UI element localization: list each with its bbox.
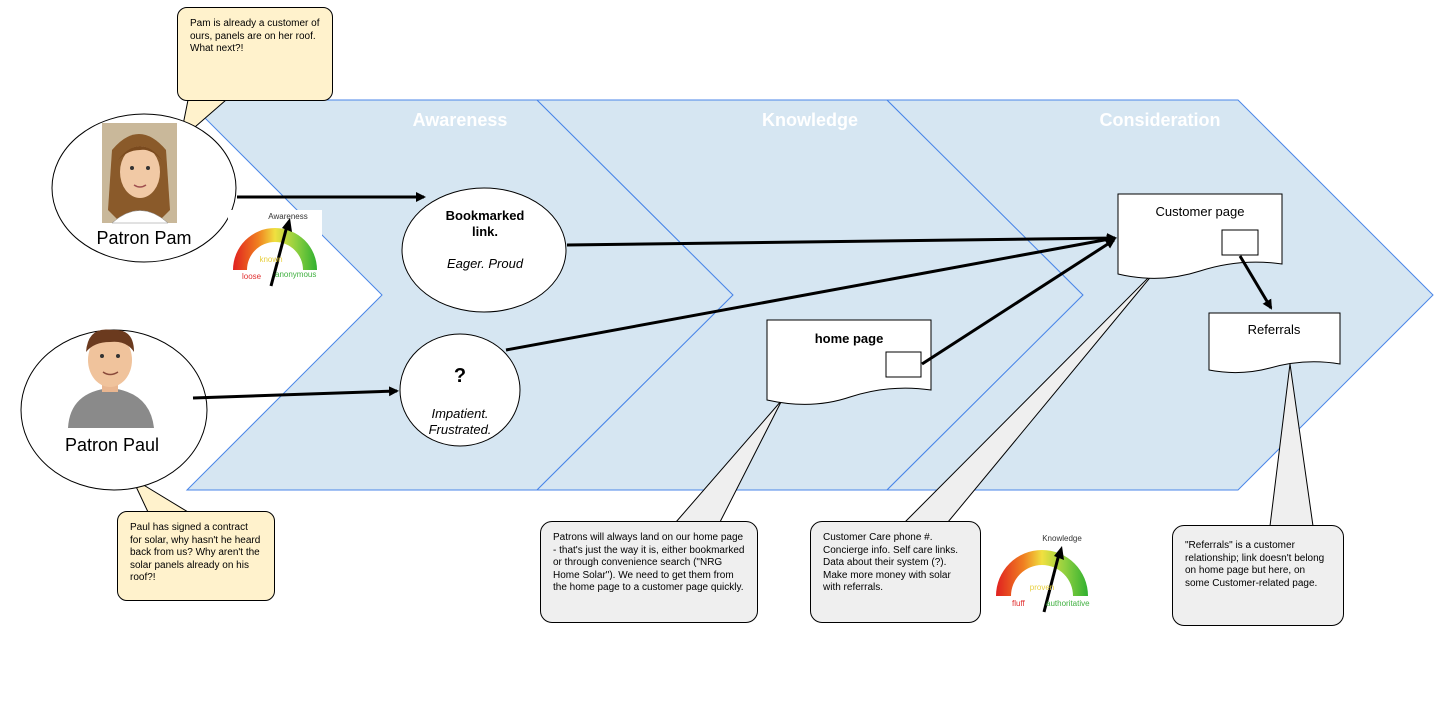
unknown-emotion-line1: Impatient. <box>431 406 488 421</box>
home-page-callout-text: Patrons will always land on our home pag… <box>553 532 745 593</box>
referrals-callout: "Referrals" is a customer relationship; … <box>1172 525 1344 626</box>
home-page-callout: Patrons will always land on our home pag… <box>540 521 758 623</box>
persona-pam[interactable]: Patron Pam <box>51 113 237 263</box>
pam-callout-text: Pam is already a customer of ours, panel… <box>190 18 320 54</box>
customer-page-callout: Customer Care phone #. Concierge info. S… <box>810 521 981 623</box>
knowledge-gauge-needle <box>1042 553 1061 613</box>
flow-arrows <box>192 192 1273 400</box>
stage-consideration-shape <box>885 99 1434 491</box>
bookmarked-title-line2: link. <box>472 224 498 239</box>
unknown-title: ? <box>454 365 466 387</box>
stage-title-awareness: Awareness <box>413 110 508 130</box>
home-page-title: home page <box>815 331 884 346</box>
knowledge-gauge-left: fluff <box>1012 599 1026 608</box>
arrow-unknown-to-customer <box>505 234 1117 352</box>
persona-paul-name: Patron Paul <box>65 435 159 455</box>
paul-avatar-icon <box>68 329 154 428</box>
awareness-gauge-left: loose <box>242 272 262 281</box>
awareness-gauge-right: anonymous <box>275 270 316 279</box>
bookmarked-title-line1: Bookmarked <box>446 208 525 223</box>
bookmarked-emotion: Eager. Proud <box>447 256 524 271</box>
referrals-title: Referrals <box>1248 322 1301 337</box>
awareness-gauge-middle: known <box>259 255 282 264</box>
node-home-page[interactable]: home page <box>766 319 932 405</box>
pam-callout: Pam is already a customer of ours, panel… <box>177 7 333 101</box>
awareness-gauge-needle <box>269 225 289 287</box>
node-bookmarked-link[interactable]: Bookmarked link. Eager. Proud <box>401 187 567 313</box>
node-referrals[interactable]: Referrals <box>1208 312 1341 374</box>
stage-title-knowledge: Knowledge <box>762 110 858 130</box>
arrow-paul-to-unknown <box>192 386 399 400</box>
customer-page-link-box[interactable] <box>1221 229 1259 256</box>
paul-callout-text: Paul has signed a contract for solar, wh… <box>130 522 261 583</box>
knowledge-gauge-title: Knowledge <box>1042 534 1082 543</box>
persona-pam-name: Patron Pam <box>96 228 191 248</box>
customer-page-callout-text: Customer Care phone #. Concierge info. S… <box>823 532 959 593</box>
home-page-link-box[interactable] <box>885 351 922 378</box>
customer-page-title: Customer page <box>1156 204 1245 219</box>
referrals-callout-text: "Referrals" is a customer relationship; … <box>1185 540 1325 589</box>
callout-tails <box>130 99 1314 527</box>
arrow-customer-to-referrals <box>1238 255 1273 310</box>
pam-avatar-icon <box>102 123 177 224</box>
node-unknown-entry[interactable]: ? Impatient. Frustrated. <box>399 333 521 447</box>
unknown-emotion-line2: Frustrated. <box>429 422 492 437</box>
awareness-gauge-title: Awareness <box>268 212 307 221</box>
knowledge-gauge-right: authoritative <box>1046 599 1090 608</box>
knowledge-gauge-middle: proven <box>1030 583 1054 592</box>
stage-title-consideration: Consideration <box>1099 110 1220 130</box>
arrow-home-to-customer <box>921 238 1116 366</box>
awareness-gauge: Awareness loose known anonymous <box>228 210 322 287</box>
persona-paul[interactable]: Patron Paul <box>20 329 208 491</box>
paul-callout: Paul has signed a contract for solar, wh… <box>117 511 275 601</box>
arrow-bookmarked-to-customer <box>566 233 1117 247</box>
knowledge-gauge: Knowledge fluff proven authoritative <box>996 534 1090 613</box>
